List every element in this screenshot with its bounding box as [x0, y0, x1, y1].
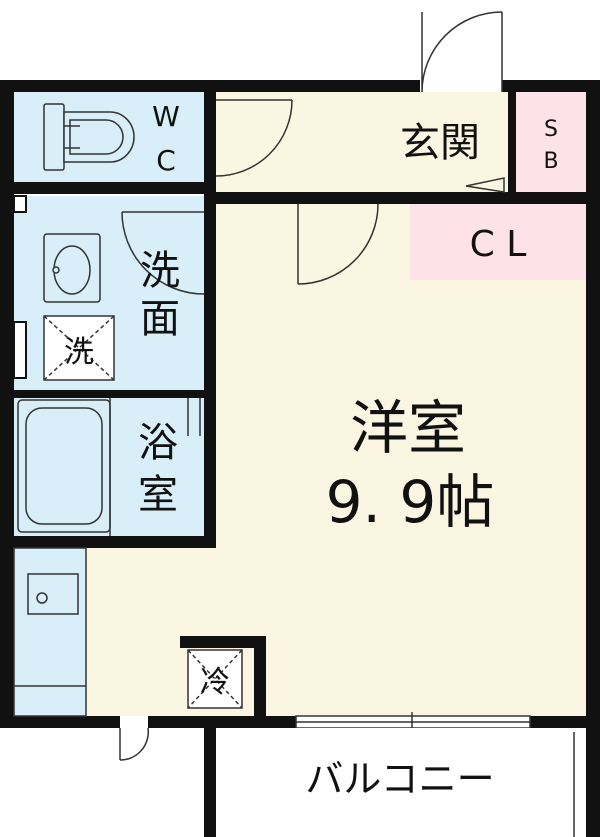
washroom-label-line2: 面: [140, 296, 180, 342]
shoe-box-label-line1: S: [544, 117, 558, 142]
closet-area: [410, 204, 586, 280]
entrance-floor: [212, 92, 508, 192]
washbasin-icon: [43, 233, 101, 303]
western-room-size: 9. 9帖: [326, 468, 495, 536]
balcony-door-swing: [119, 727, 150, 761]
wc-door-swing: [215, 99, 293, 177]
balcony: [216, 728, 586, 837]
shoe-box-area: [516, 92, 586, 192]
wc-label-line1: W: [152, 100, 180, 133]
wc-label-line2: C: [156, 144, 176, 177]
closet-label: C L: [470, 224, 527, 265]
bathroom-label-line1: 浴: [138, 420, 178, 466]
washroom-label-line1: 洗: [140, 248, 180, 294]
doors: [119, 11, 505, 761]
fridge-space: [187, 649, 243, 709]
room-door-swing: [297, 203, 379, 285]
fridge-label: 冷: [200, 665, 230, 700]
walls: [0, 80, 600, 837]
balcony-label: バルコニー: [305, 757, 494, 801]
entry-door-swing: [421, 11, 503, 93]
shoe-box-label-line2: B: [543, 149, 558, 174]
entrance-label: 玄関: [400, 120, 480, 166]
labels: W C 玄関 S B C L 洗 面 洗 浴 室 洋室 9. 9帖 冷 バルコニ…: [64, 100, 559, 801]
washroom-door-swing: [121, 211, 205, 295]
washer-label: 洗: [64, 335, 94, 370]
bathroom-label-line2: 室: [138, 472, 178, 518]
washer-pan: [43, 315, 115, 381]
kitchen-counter: [13, 547, 87, 717]
toilet-icon: [43, 103, 135, 171]
fixtures: [13, 103, 243, 717]
bathtub-icon: [17, 399, 111, 533]
western-room-name: 洋室: [350, 394, 466, 462]
